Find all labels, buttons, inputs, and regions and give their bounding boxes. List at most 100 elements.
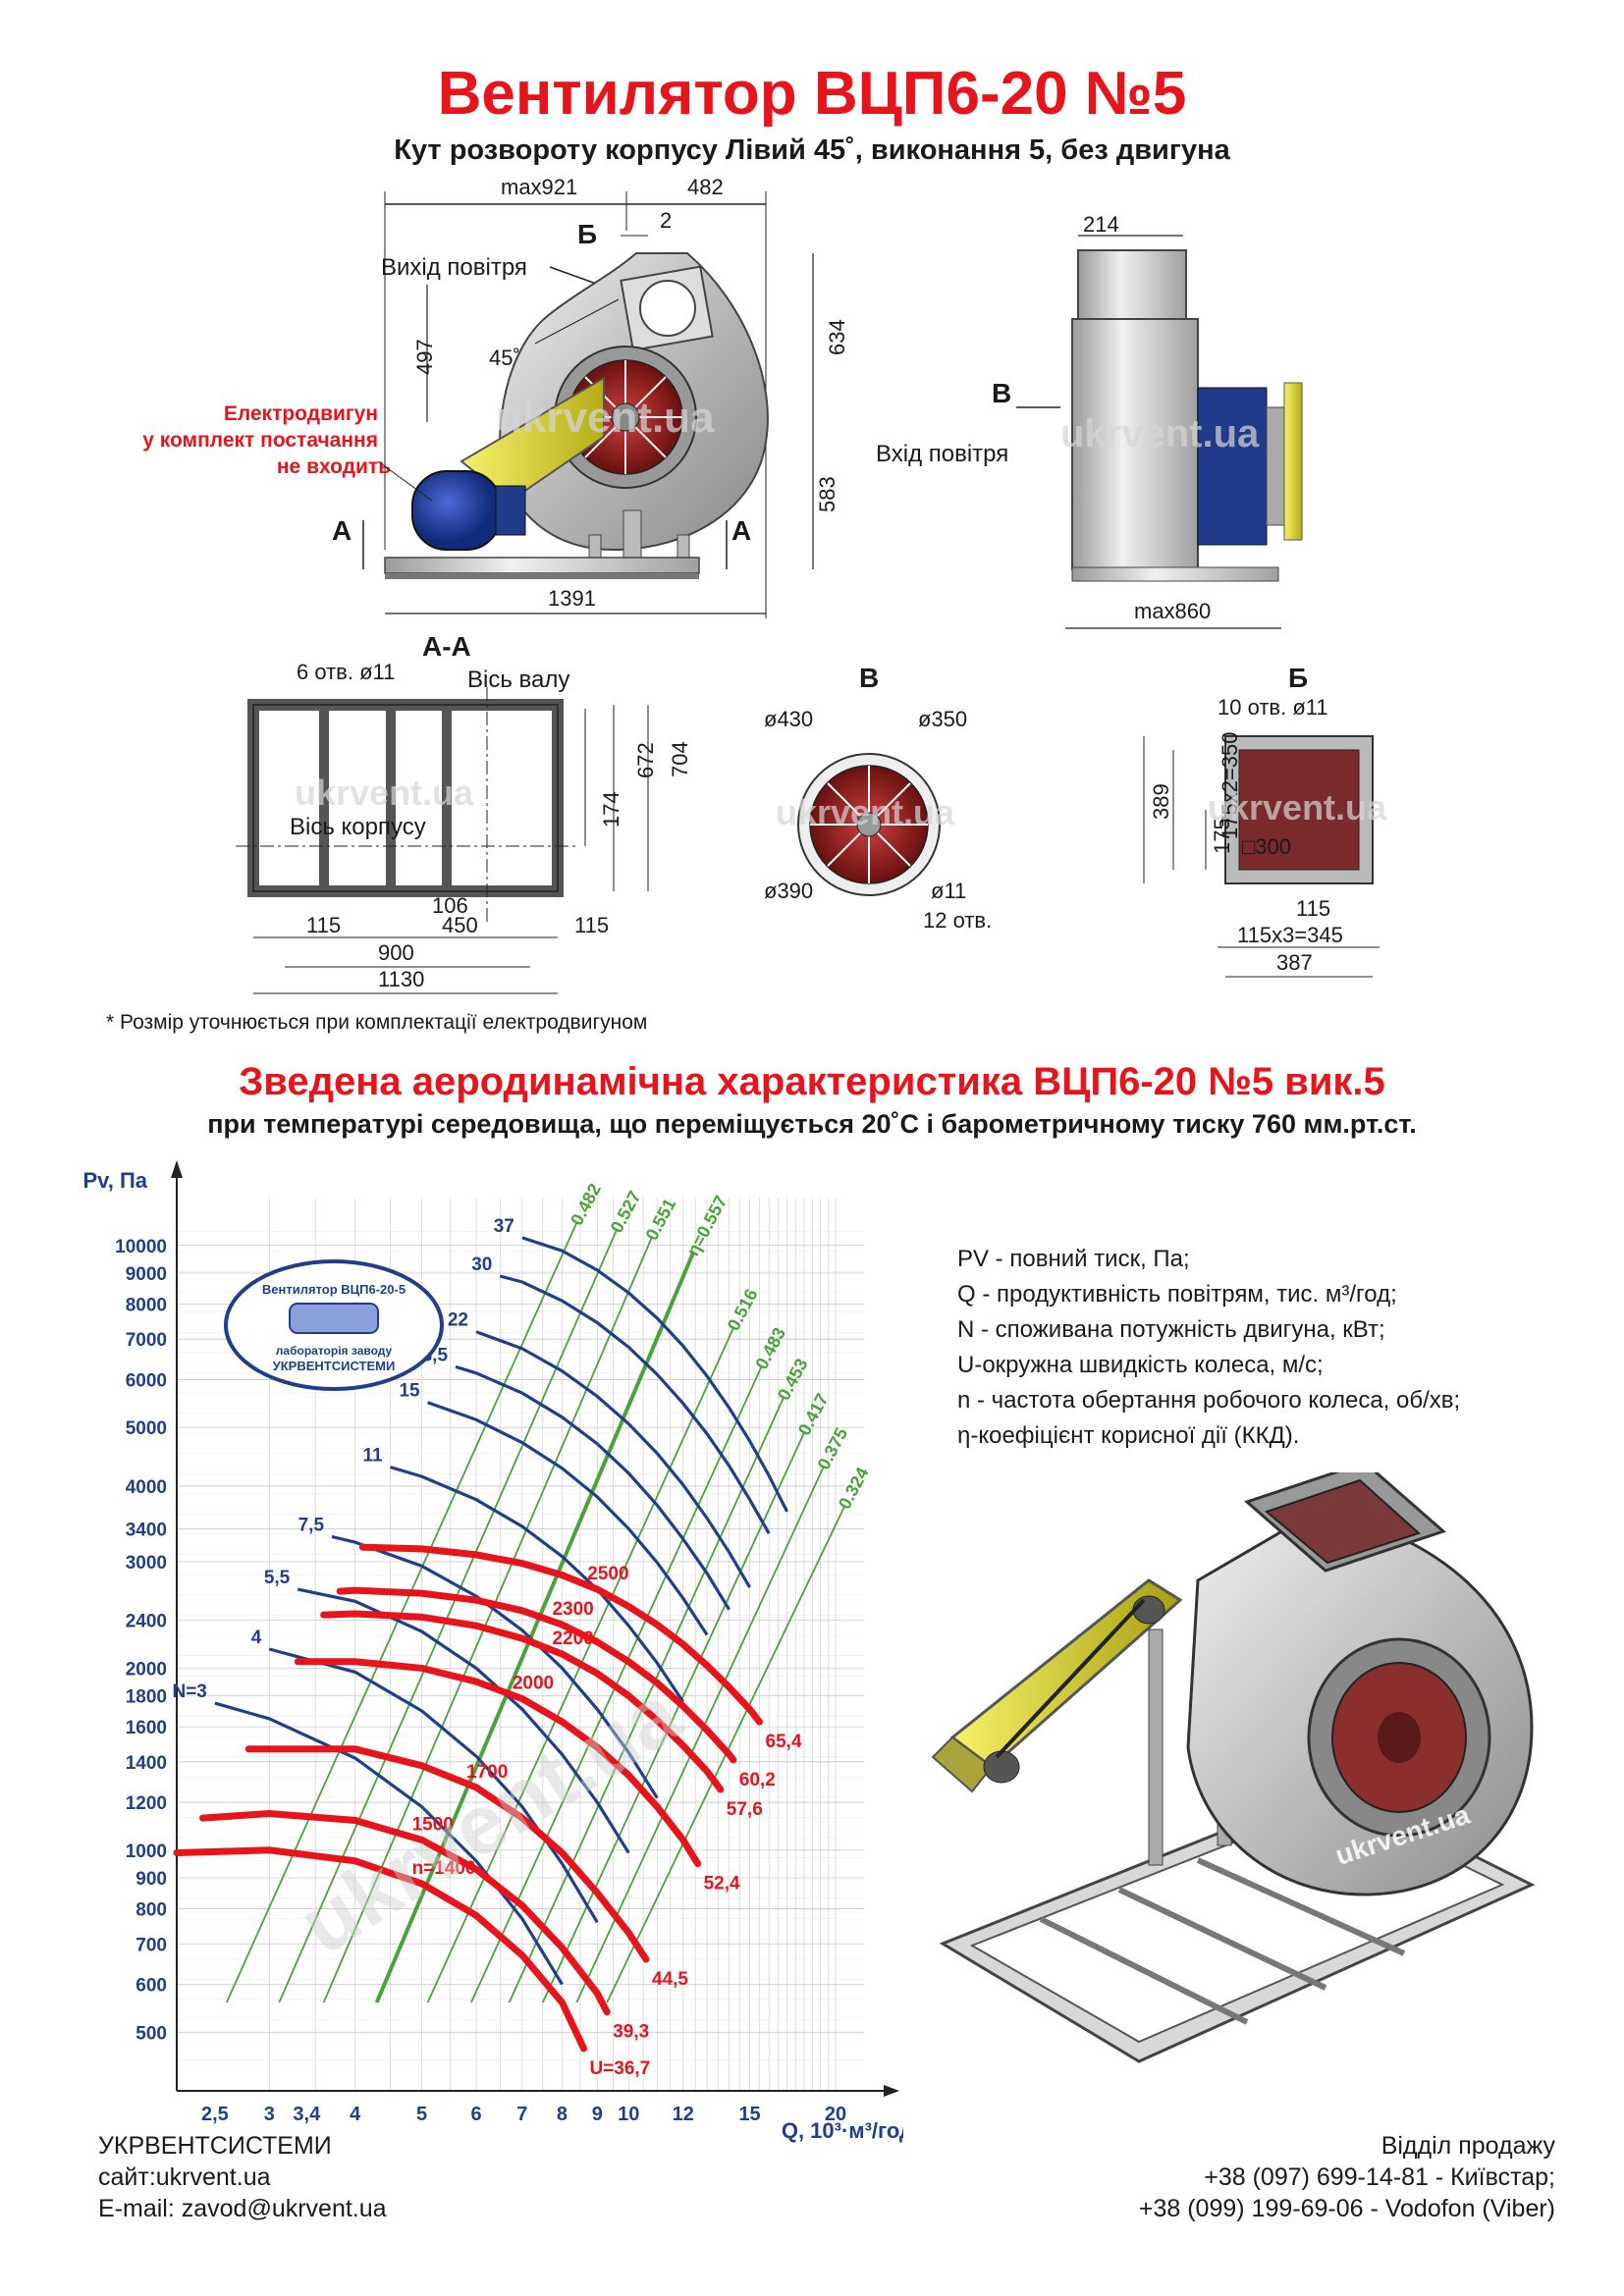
y-tick-label: 1200	[126, 1793, 167, 1814]
efficiency-line	[575, 1467, 825, 2003]
y-axis-label: Pv, Па	[82, 1168, 147, 1193]
power-curve	[390, 1466, 685, 1703]
v-d350: ø350	[918, 707, 967, 731]
aa-dim-672: 672	[633, 742, 658, 778]
aa-dim-115a: 115	[306, 913, 341, 937]
label-outlet: Вихід повітря	[381, 254, 527, 281]
u-label: 57,6	[727, 1799, 763, 1820]
efficiency-label: 0.482	[567, 1180, 605, 1228]
chart-section-title: Зведена аеродинамічна характеристика ВЦП…	[239, 1060, 1385, 1103]
b-dim-115x3: 115х3=345	[1237, 923, 1343, 947]
watermark-1: ukrvent.ua	[496, 394, 715, 442]
x-tick-label: 9	[592, 2104, 603, 2125]
page-title: Вентилятор ВЦП6-20 №5	[437, 60, 1187, 128]
y-tick-label: 700	[135, 1935, 167, 1955]
logo-line1: Вентилятор ВЦП6-20-5	[262, 1282, 406, 1297]
y-tick-label: 10000	[115, 1237, 167, 1257]
legend-eta: η-коефіцієнт корисної дії (ККД).	[957, 1422, 1300, 1449]
power-label: 11	[362, 1446, 383, 1467]
technical-drawings: max921 482 2 Б Вихід повітря 497 634 583…	[142, 175, 1387, 994]
v-d430: ø430	[764, 707, 813, 731]
y-tick-label: 600	[135, 1976, 167, 1997]
logo-fan-icon	[289, 1303, 379, 1334]
y-tick-label: 900	[135, 1869, 167, 1890]
speed-curve	[173, 1846, 587, 2053]
aa-holes: 6 отв. ø11	[297, 660, 395, 684]
u-label: 44,5	[652, 1969, 688, 1990]
front-view: max921 482 2 Б Вихід повітря 497 634 583…	[142, 175, 849, 618]
footer-email: E-mail: zavod@ukrvent.ua	[98, 2195, 387, 2222]
efficiency-label: 0.375	[813, 1424, 851, 1472]
y-tick-label: 2000	[126, 1659, 167, 1680]
motor-note-line1: Електродвигун	[224, 402, 378, 425]
b-dim-387: 387	[1276, 950, 1313, 975]
x-tick-label: 3	[264, 2104, 275, 2125]
aa-body-axis: Вісь корпусу	[290, 814, 426, 840]
x-tick-label: 10	[618, 2104, 639, 2125]
b-dim-175: 175	[1210, 818, 1234, 854]
x-tick-label: 7	[516, 2104, 527, 2125]
x-tick-label: 6	[470, 2104, 481, 2125]
footer-phone2: +38 (099) 199-69-06 - Vodofon (Viber)	[1138, 2195, 1555, 2222]
x-tick-label: 20	[825, 2104, 846, 2125]
power-curve	[268, 1647, 599, 1924]
y-tick-label: 2400	[126, 1612, 167, 1632]
speed-curve	[358, 1543, 763, 1726]
footer-site: сайт:ukrvent.ua	[98, 2163, 271, 2191]
y-tick-label: 7000	[126, 1330, 167, 1351]
y-tick-label: 5000	[126, 1418, 167, 1439]
y-tick-label: 1800	[126, 1687, 167, 1708]
legend-u: U-окружна швидкість колеса, м/с;	[957, 1352, 1324, 1378]
power-label: 30	[471, 1255, 492, 1275]
watermark-2: ukrvent.ua	[1060, 412, 1260, 455]
aero-chart: 1000090008000700060005000400034003000240…	[82, 1160, 903, 2143]
y-tick-label: 1600	[126, 1718, 167, 1738]
chart-section-subtitle: при температурі середовища, що переміщує…	[207, 1109, 1417, 1139]
label-B-cyr: Б	[577, 219, 597, 249]
speed-label: 1500	[412, 1814, 454, 1835]
aa-dim-115b: 115	[574, 913, 609, 937]
b-sq300: □300	[1242, 834, 1291, 859]
power-curve	[499, 1274, 771, 1534]
footer-company: УКРВЕНТСИСТЕМИ	[98, 2132, 332, 2160]
section-a-left: А	[332, 515, 352, 546]
page-subtitle: Кут розвороту корпусу Лівий 45˚, виконан…	[394, 134, 1230, 166]
x-axis-label: Q, 10³·м³/год	[782, 2118, 903, 2143]
y-tick-label: 800	[135, 1900, 167, 1921]
view-v: В ø430 ø350 ø390 ø11 12 отв. ukrvent.ua	[764, 663, 992, 933]
logo-line2: лабораторія заводу	[276, 1344, 393, 1358]
efficiency-line	[374, 1253, 695, 2003]
side-view: 214 В Вхід повітря max860 ukrvent.ua	[876, 212, 1303, 629]
power-label: 7,5	[298, 1515, 325, 1535]
motor-note-line3: не входить	[277, 455, 391, 478]
x-tick-label: 5	[416, 2104, 427, 2125]
efficiency-label: 0.324	[835, 1465, 873, 1513]
logo-line3: УКРВЕНТСИСТЕМИ	[273, 1359, 396, 1373]
x-tick-label: 12	[673, 2104, 694, 2125]
aa-dim-450: 450	[442, 913, 478, 937]
efficiency-line	[278, 1229, 618, 2003]
aa-dim-106: 106	[432, 893, 468, 918]
efficiency-label: 0.527	[607, 1188, 645, 1236]
angle-45: 45˚	[489, 346, 520, 370]
legend-q: Q - продуктивність повітрям, тис. м³/год…	[957, 1281, 1397, 1308]
y-tick-label: 3000	[126, 1553, 167, 1574]
speed-label: 2300	[552, 1599, 593, 1620]
y-tick-label: 6000	[126, 1370, 167, 1391]
power-label: N=3	[172, 1682, 206, 1702]
u-label: U=36,7	[589, 2058, 650, 2079]
legend-n: N - споживана потужність двигуна, кВт;	[957, 1316, 1385, 1343]
y-tick-label: 9000	[126, 1264, 167, 1285]
x-tick-label: 3,4	[293, 2104, 321, 2125]
label-V: В	[992, 378, 1011, 408]
section-a-right: А	[731, 515, 751, 546]
aa-shaft-axis: Вісь валу	[467, 667, 569, 693]
u-label: 39,3	[613, 2022, 649, 2043]
fan-3d-illustration: ukrvent.ua	[931, 1472, 1536, 2063]
u-label: 60,2	[739, 1770, 776, 1790]
y-tick-label: 1400	[126, 1753, 167, 1774]
x-tick-label: 2,5	[201, 2104, 229, 2125]
b-dim-175x2: 175х2=350	[1218, 732, 1242, 840]
speed-label: 2000	[513, 1674, 554, 1694]
speed-curve	[199, 1809, 611, 2016]
